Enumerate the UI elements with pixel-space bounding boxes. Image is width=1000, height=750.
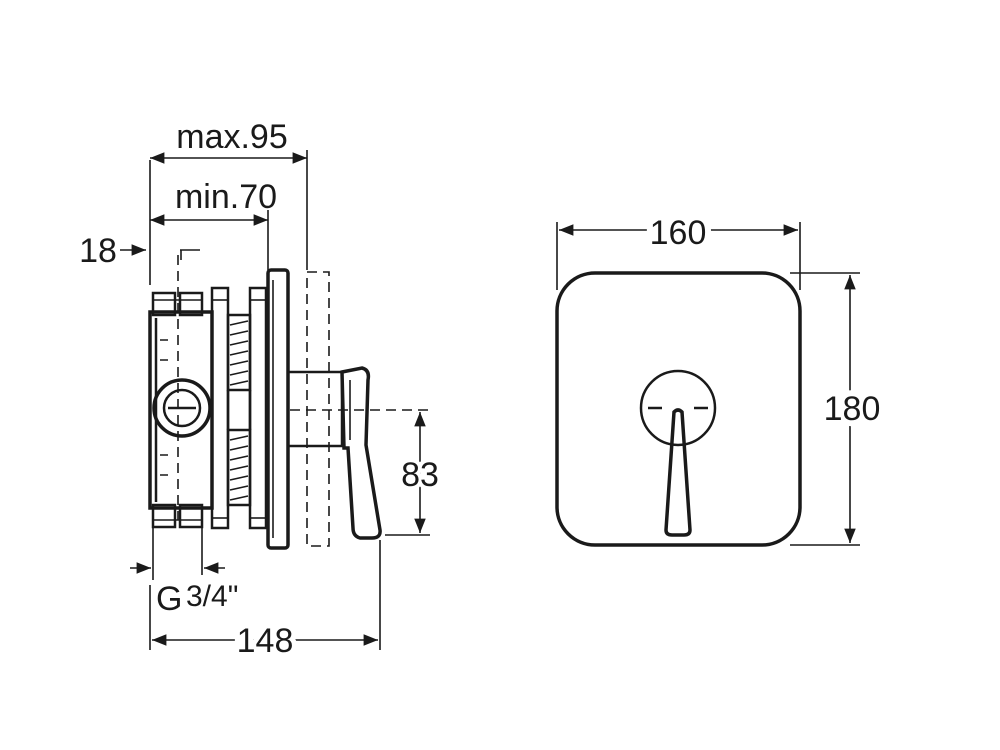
label-plate-width: 160	[650, 214, 707, 252]
label-thread: G	[156, 580, 182, 618]
handle-front	[639, 369, 717, 537]
label-max-depth: max.95	[176, 118, 288, 156]
dimension-total-depth: 148	[149, 540, 381, 665]
label-offset: 18	[79, 232, 117, 270]
dimension-plate-width: 160	[556, 208, 801, 290]
dimension-max-depth: max.95	[149, 118, 308, 285]
wall-plate	[266, 268, 290, 550]
cover-plate	[555, 271, 802, 547]
dimension-plate-height: 180	[790, 272, 886, 546]
valve-body	[148, 286, 268, 530]
label-plate-height: 180	[824, 390, 881, 428]
label-handle-height: 83	[401, 456, 439, 494]
dimension-min-depth: min.70	[150, 178, 277, 270]
dimension-thread: G 3/4"	[130, 528, 238, 618]
side-view: max.95 min.70 18	[79, 118, 443, 665]
label-thread-fraction: 3/4"	[186, 580, 238, 613]
label-total-depth: 148	[237, 622, 294, 660]
label-min-depth: min.70	[175, 178, 277, 216]
handle-side	[286, 366, 382, 540]
dimension-offset: 18	[79, 232, 200, 270]
dimension-handle-height: 83	[385, 412, 443, 536]
front-view: 160 180	[555, 208, 886, 547]
